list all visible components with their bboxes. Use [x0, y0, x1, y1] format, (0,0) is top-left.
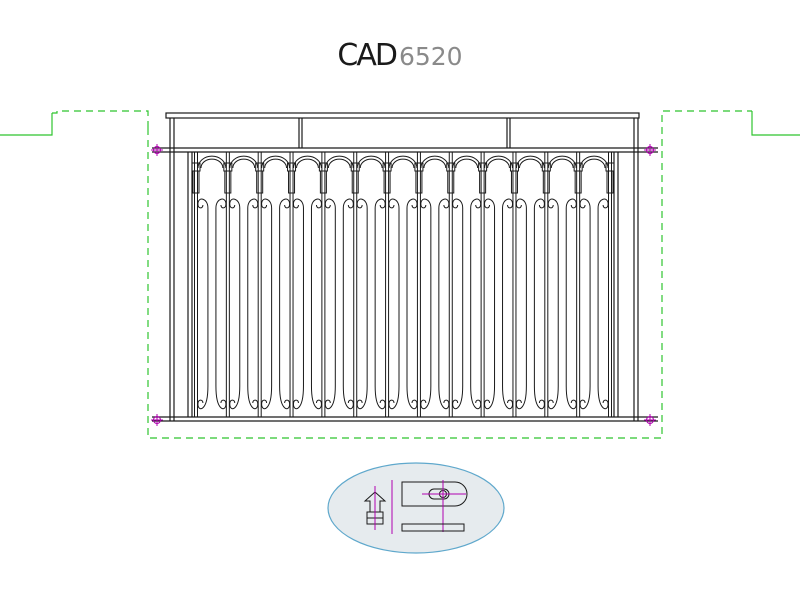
bracket-plate-detail [391, 480, 468, 534]
arch-panel [579, 155, 609, 410]
arch-panel [261, 155, 291, 410]
arch-panel [420, 155, 450, 410]
arch-panel [292, 155, 322, 410]
baluster-bar [255, 152, 265, 417]
baluster-bar [541, 152, 551, 417]
baluster-bar [605, 152, 615, 417]
arch-panel [356, 155, 386, 410]
anchor-bolts [151, 144, 656, 426]
baluster-bar [446, 152, 456, 417]
title-brand: CAD [337, 38, 398, 73]
baluster-bar [191, 152, 201, 417]
arch-panel [452, 155, 482, 410]
anchor-bolt-top-left [151, 144, 163, 156]
baluster-bar [287, 152, 297, 417]
bolt-side-detail [363, 486, 387, 530]
arch-panel [515, 155, 545, 410]
arch-panel [388, 155, 418, 410]
top-cap [165, 112, 640, 119]
railing-frame [152, 112, 658, 422]
baluster-bar [318, 152, 328, 417]
baluster-bar [223, 152, 233, 417]
wall-opening-outline [0, 110, 800, 439]
arch-panel [547, 155, 577, 410]
baluster-bar [414, 152, 424, 417]
balusters [191, 152, 615, 417]
arch-panel [484, 155, 514, 410]
arch-panel [229, 155, 259, 410]
baluster-bar [478, 152, 488, 417]
baluster-bar [350, 152, 360, 417]
arch-panel [324, 155, 354, 410]
baluster-bar [382, 152, 392, 417]
baluster-bar [573, 152, 583, 417]
anchor-bolt-bottom-left [151, 414, 163, 426]
title-number: 6520 [398, 42, 463, 71]
baluster-bar [509, 152, 519, 417]
anchor-bolt-top-right [644, 144, 656, 156]
anchor-detail-callout [327, 462, 505, 554]
anchor-bolt-bottom-right [644, 414, 656, 426]
arch-panel [197, 155, 227, 410]
